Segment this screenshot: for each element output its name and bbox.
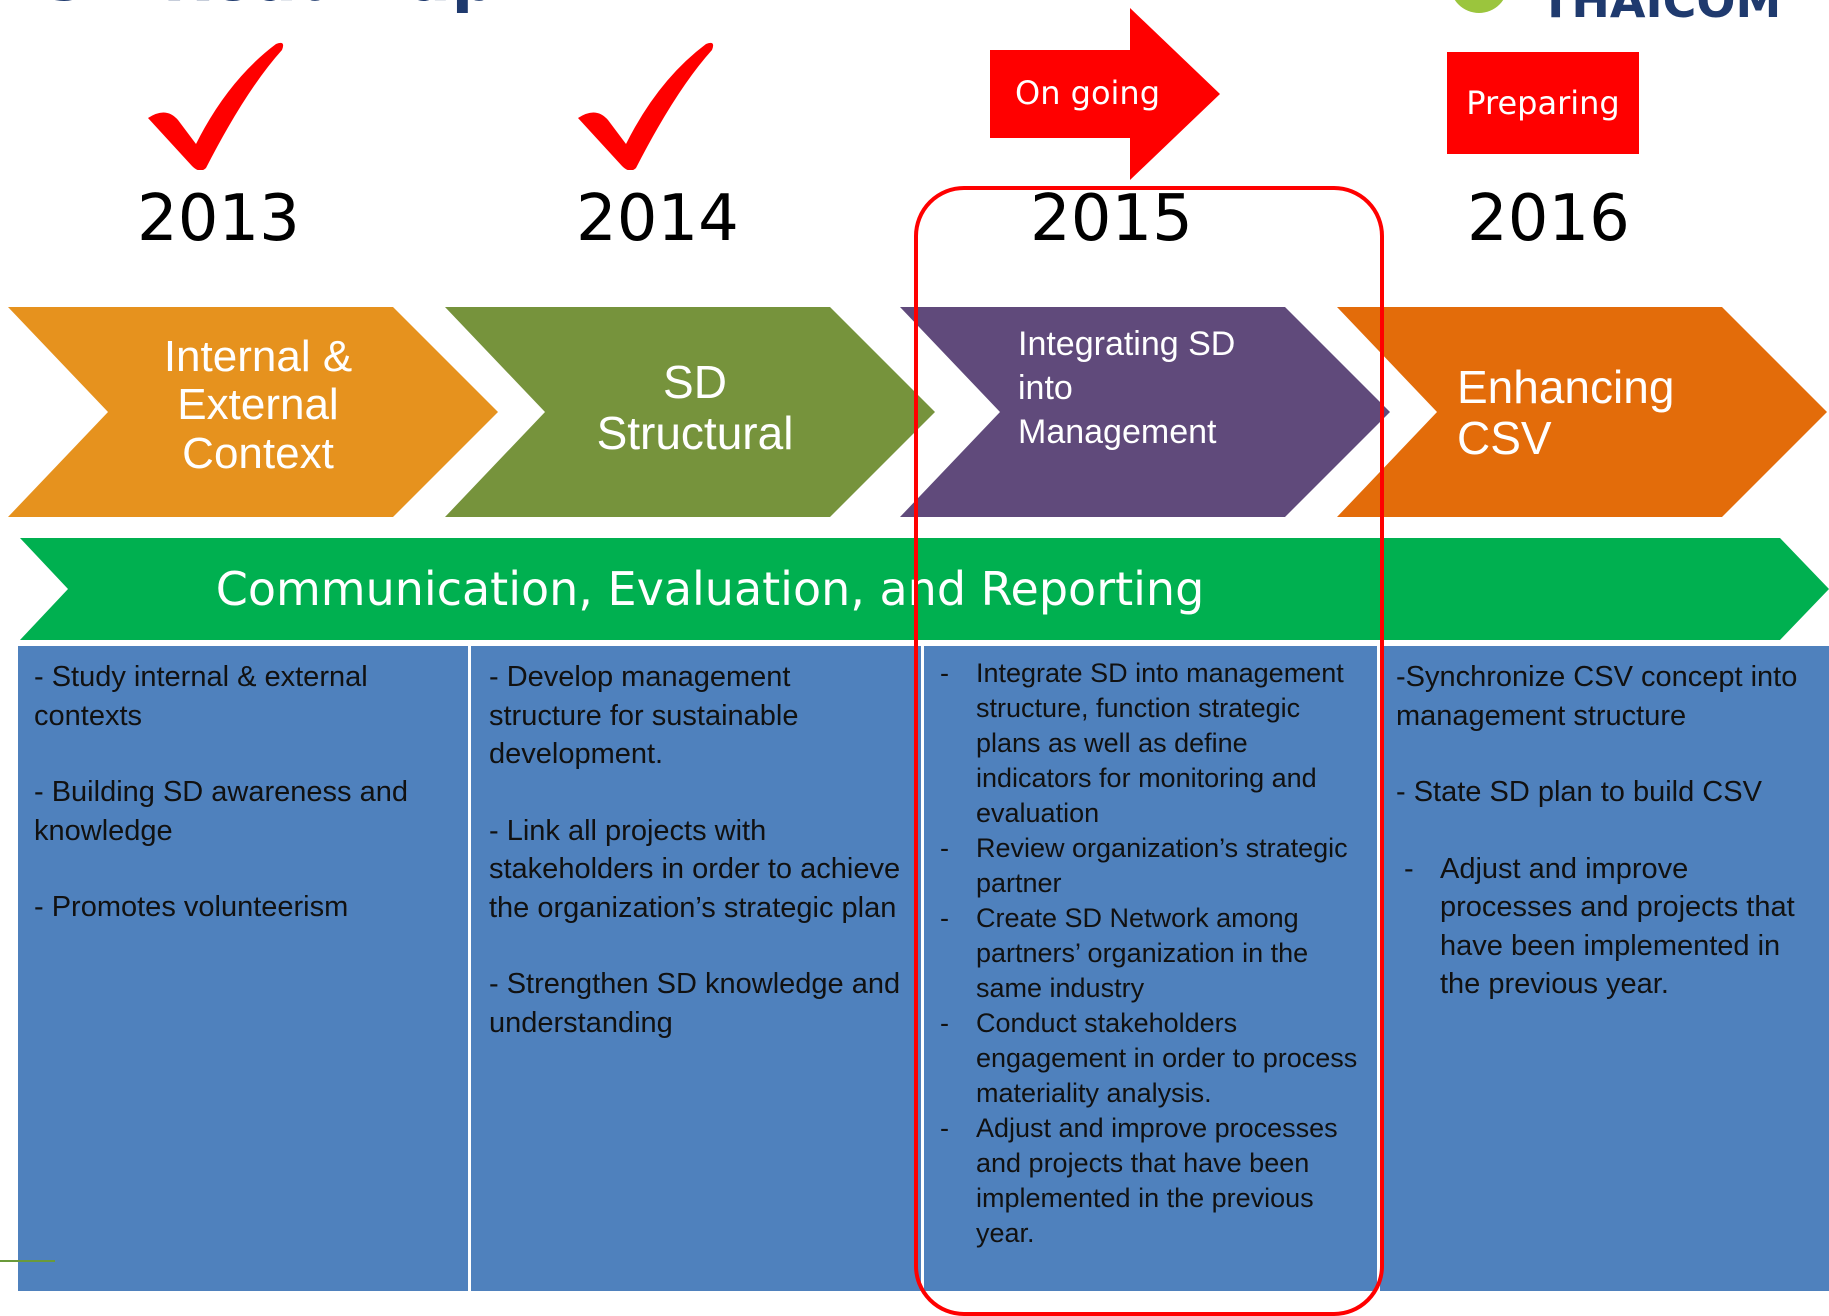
checkmark-icon-2013 [148,42,284,170]
column-2016: -Synchronize CSV concept into management… [1380,646,1829,1291]
communication-band-label: Communication, Evaluation, and Reporting [215,562,1205,616]
phase-chevron-2 [445,307,935,517]
list-item: -Conduct stakeholders engagement in orde… [940,1008,1358,1108]
phase-chevron-3 [900,307,1390,517]
list-item: - Link all projects with stakeholders in… [489,814,901,924]
ongoing-arrow [990,8,1220,180]
divider [0,1260,55,1262]
checkmark-icon-2014 [578,42,714,170]
column-2014: - Develop management structure for susta… [471,646,921,1291]
list-item: -Adjust and improve processes and projec… [940,1113,1338,1248]
year-2015: 2015 [1030,182,1193,256]
year-2016: 2016 [1467,182,1630,256]
list-item: -Synchronize CSV concept into management… [1396,661,1798,732]
page-title: SD Roadmap [42,0,497,15]
list-item: - Promotes volunteerism [34,891,349,923]
logo-text: THAICOM [1540,0,1782,28]
preparing-label: Preparing [1466,84,1620,122]
communication-band [20,538,1829,640]
list-item: -Create SD Network among partners’ organ… [940,903,1309,1003]
phase-chevron-4 [1337,307,1827,517]
list-item: - Develop management structure for susta… [489,661,799,770]
list-item: - Study internal & external contexts [34,661,368,732]
preparing-box: Preparing [1447,52,1639,154]
list-item: - Building SD awareness and knowledge [34,776,408,847]
list-item: - State SD plan to build CSV [1396,776,1762,808]
list-item: - Strengthen SD knowledge and understand… [489,968,901,1039]
column-2013: - Study internal & external contexts - B… [18,646,468,1291]
year-2013: 2013 [137,182,300,256]
list-item: -Integrate SD into management structure,… [940,658,1344,828]
logo-icon [1450,0,1508,13]
list-item: -Adjust and improve processes and projec… [1404,852,1795,1001]
column-2015: -Integrate SD into management structure,… [924,646,1377,1291]
list-item: -Review organization’s strategic partner [940,833,1348,898]
year-2014: 2014 [576,182,739,256]
ongoing-label: On going [1015,74,1161,112]
phase-chevron-1 [8,307,498,517]
